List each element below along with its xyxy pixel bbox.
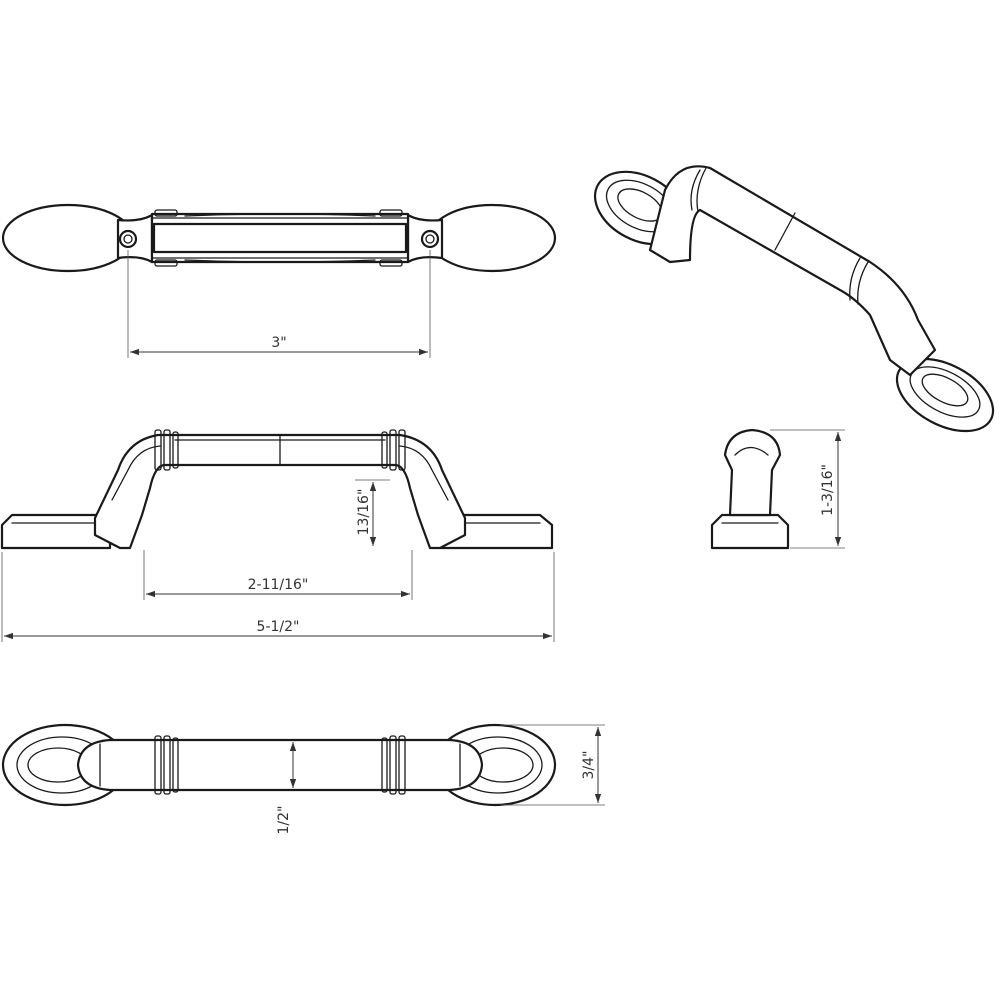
front-handle-body	[93, 433, 467, 550]
front-base-left	[0, 513, 112, 550]
right-screw-hole-icon	[420, 229, 440, 249]
front-view: 13/16" 2-11/16" 5-1/2"	[0, 429, 555, 642]
side-post	[723, 428, 782, 517]
left-oval-foot	[1, 203, 135, 273]
bottom-view: 1/2" 3/4"	[1, 723, 605, 835]
left-screw-hole-icon	[118, 229, 138, 249]
side-base	[710, 513, 790, 550]
dim-bar-width: 1/2"	[276, 806, 292, 835]
dim-inner-span: 2-11/16"	[248, 577, 309, 593]
dim-clearance-height: 13/16"	[356, 489, 372, 536]
dim-center-to-center: 3"	[271, 335, 286, 351]
right-oval-foot	[427, 203, 557, 273]
dim-overall-length: 5-1/2"	[257, 619, 300, 635]
iso-base-right	[895, 357, 995, 433]
iso-handle-bar	[648, 165, 937, 377]
bottom-bar	[76, 738, 484, 792]
top-view: 3"	[1, 203, 557, 358]
dim-projection: 1-3/16"	[820, 464, 836, 516]
side-view: 1-3/16"	[710, 428, 845, 550]
isometric-view	[593, 165, 995, 433]
dim-base-width: 3/4"	[581, 751, 597, 780]
